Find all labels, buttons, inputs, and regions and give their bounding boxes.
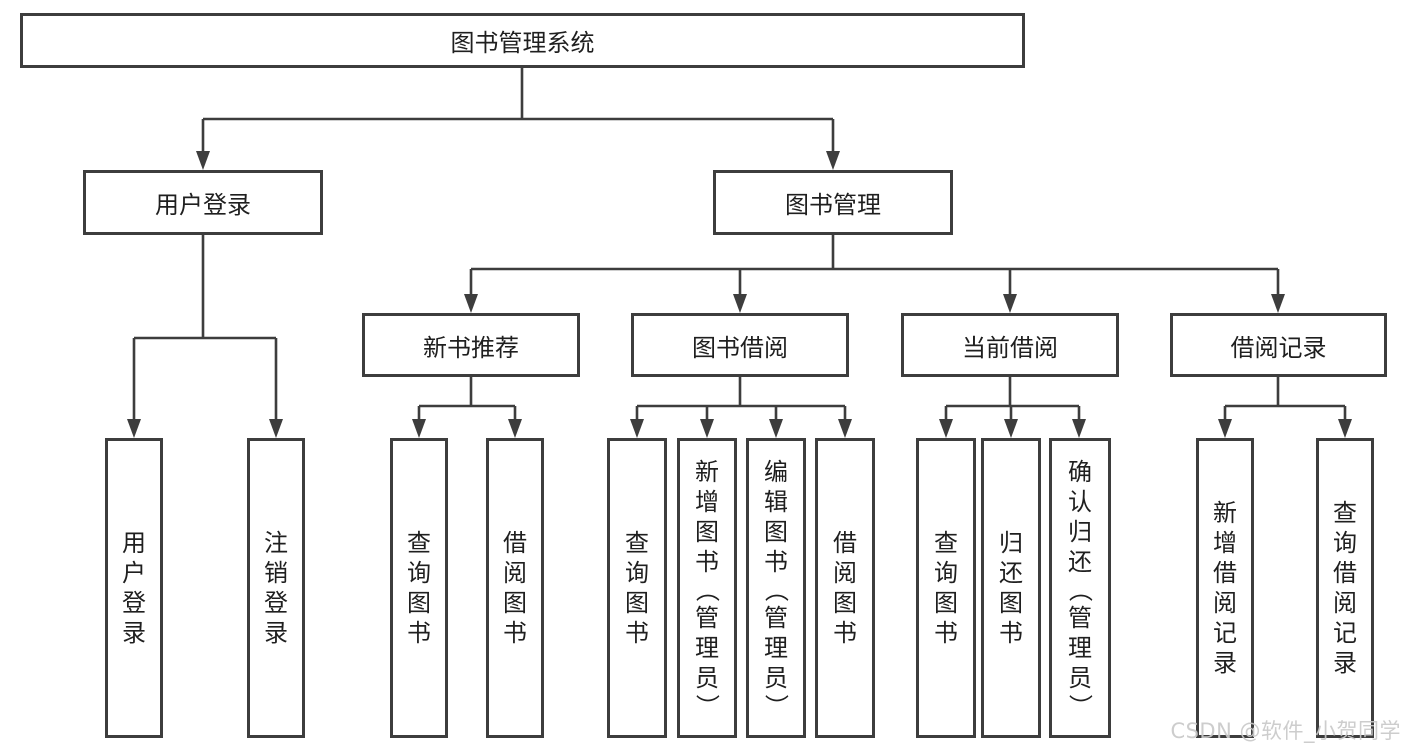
- node-book-management-label: 图书管理: [785, 191, 881, 219]
- leaf-logout: 注销登录: [247, 438, 305, 738]
- leaf-borrow-add-admin-label: 新增图书（管理员）: [693, 458, 721, 718]
- leaf-current-confirm-admin: 确认归还（管理员）: [1049, 438, 1111, 738]
- node-new-book-recommend: 新书推荐: [362, 313, 580, 377]
- node-book-management: 图书管理: [713, 170, 953, 235]
- leaf-records-query: 查询借阅记录: [1316, 438, 1374, 738]
- node-user-login: 用户登录: [83, 170, 323, 235]
- node-new-book-recommend-label: 新书推荐: [423, 333, 519, 362]
- leaf-borrow-add-admin: 新增图书（管理员）: [677, 438, 737, 738]
- leaf-newbook-borrow: 借阅图书: [486, 438, 544, 738]
- node-borrow-records-label: 借阅记录: [1230, 333, 1327, 362]
- leaf-borrow-edit-admin: 编辑图书（管理员）: [746, 438, 806, 738]
- leaf-current-query-label: 查询图书: [934, 529, 958, 647]
- leaf-borrow-query-label: 查询图书: [625, 529, 649, 647]
- leaf-records-query-label: 查询借阅记录: [1333, 499, 1357, 677]
- leaf-records-add: 新增借阅记录: [1196, 438, 1254, 738]
- node-borrow-records: 借阅记录: [1170, 313, 1387, 377]
- node-library-system-label: 图书管理系统: [450, 29, 595, 57]
- leaf-logout-label: 注销登录: [264, 529, 288, 647]
- leaf-newbook-query-label: 查询图书: [407, 529, 431, 647]
- leaf-user-login-label: 用户登录: [122, 529, 146, 647]
- leaf-borrow-query: 查询图书: [607, 438, 667, 738]
- node-book-borrow: 图书借阅: [631, 313, 849, 377]
- leaf-current-return: 归还图书: [981, 438, 1041, 738]
- leaf-current-confirm-admin-label: 确认归还（管理员）: [1066, 458, 1094, 718]
- leaf-newbook-borrow-label: 借阅图书: [503, 529, 527, 647]
- node-user-login-label: 用户登录: [155, 191, 251, 219]
- leaf-newbook-query: 查询图书: [390, 438, 448, 738]
- node-library-system: 图书管理系统: [20, 13, 1025, 68]
- leaf-user-login: 用户登录: [105, 438, 163, 738]
- leaf-borrow-book: 借阅图书: [815, 438, 875, 738]
- leaf-borrow-book-label: 借阅图书: [833, 529, 857, 647]
- node-current-borrow-label: 当前借阅: [962, 333, 1058, 362]
- leaf-current-return-label: 归还图书: [999, 529, 1023, 647]
- node-current-borrow: 当前借阅: [901, 313, 1119, 377]
- leaf-records-add-label: 新增借阅记录: [1213, 499, 1237, 677]
- leaf-current-query: 查询图书: [916, 438, 976, 738]
- node-book-borrow-label: 图书借阅: [692, 333, 788, 362]
- leaf-borrow-edit-admin-label: 编辑图书（管理员）: [762, 458, 790, 718]
- csdn-watermark: CSDN @软件_小贺同学: [1170, 719, 1401, 743]
